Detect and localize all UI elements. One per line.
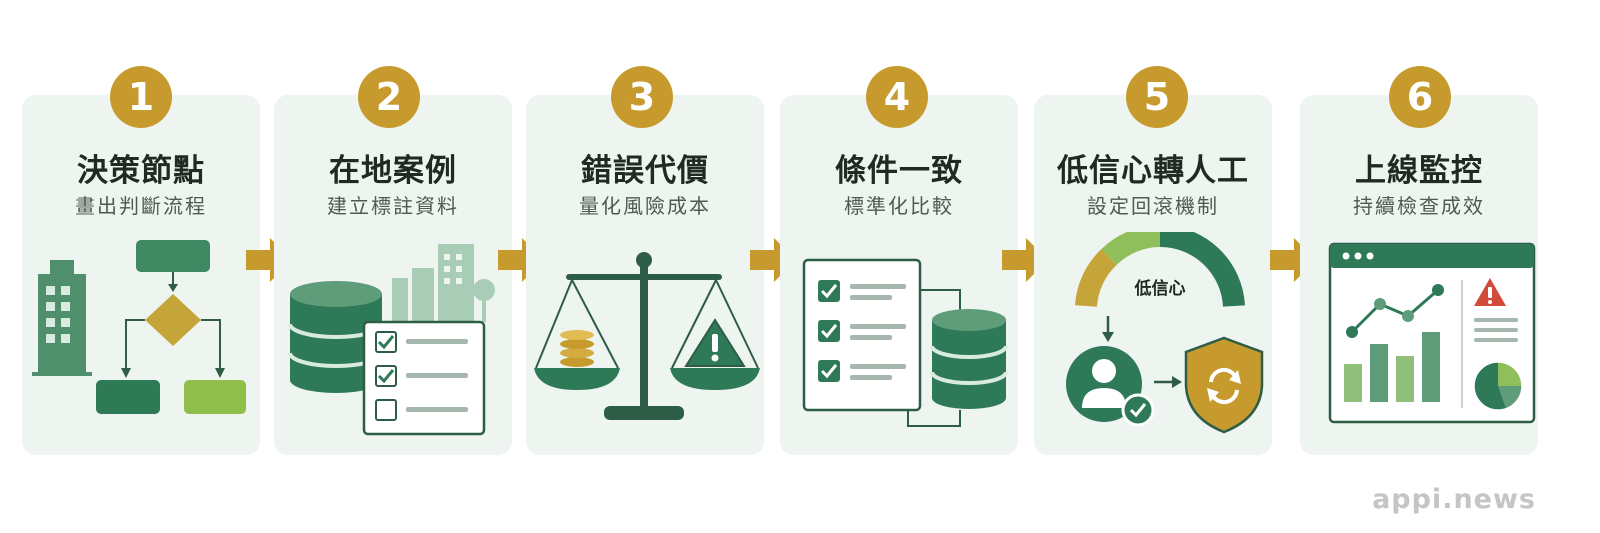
step-4-illustration	[802, 258, 1008, 427]
step-1-subtitle: 畫出判斷流程	[75, 194, 207, 218]
step-6-illustration	[1328, 242, 1536, 424]
step-3-illustration	[534, 252, 760, 420]
checklist-icon	[362, 320, 486, 436]
step-2-number-badge: 2	[358, 66, 420, 128]
building-icon	[32, 260, 92, 376]
coins-icon	[560, 330, 594, 367]
step-5-title: 低信心轉人工	[1057, 153, 1249, 189]
user-check-icon	[1066, 346, 1155, 427]
step-2-title: 在地案例	[329, 153, 457, 189]
connector-line	[907, 289, 961, 427]
gauge-icon	[1075, 232, 1245, 308]
step-6-subtitle: 持續檢查成效	[1353, 194, 1485, 218]
step-6-number-badge: 6	[1389, 66, 1451, 128]
step-4-subtitle: 標準化比較	[844, 194, 954, 218]
step-2-subtitle: 建立標註資料	[327, 194, 459, 218]
step-4-title: 條件一致	[835, 153, 963, 189]
down-arrow-icon	[1102, 316, 1114, 342]
step-6-title: 上線監控	[1355, 153, 1483, 189]
step-3-subtitle: 量化風險成本	[579, 194, 711, 218]
dashboard-icon	[1328, 242, 1536, 424]
database-icon	[930, 309, 1008, 409]
watermark: appi.news	[1372, 484, 1536, 515]
step-5-subtitle: 設定回滾機制	[1087, 194, 1219, 218]
shield-refresh-icon	[1184, 336, 1264, 434]
checklist-icon	[802, 258, 922, 412]
step-1-illustration	[32, 240, 246, 414]
step-1-number-badge: 1	[110, 66, 172, 128]
bar-chart-icon	[1344, 332, 1440, 402]
step-3-title: 錯誤代價	[581, 153, 709, 189]
line-chart-icon	[1346, 284, 1444, 338]
right-arrow-icon	[1154, 376, 1182, 388]
scale-icon	[534, 252, 760, 420]
city-buildings-icon	[392, 244, 495, 328]
warning-icon	[1474, 278, 1506, 306]
flowchart-icon	[96, 240, 246, 414]
gauge-label: 低信心	[1134, 278, 1186, 299]
step-3-number-badge: 3	[611, 66, 673, 128]
step-5-illustration: 低信心	[1066, 232, 1264, 434]
step-2-illustration	[288, 244, 495, 436]
step-4-number-badge: 4	[866, 66, 928, 128]
step-1-title: 決策節點	[77, 153, 205, 189]
warning-icon	[684, 318, 746, 367]
step-5-number-badge: 5	[1126, 66, 1188, 128]
pie-chart-icon	[1473, 361, 1523, 411]
